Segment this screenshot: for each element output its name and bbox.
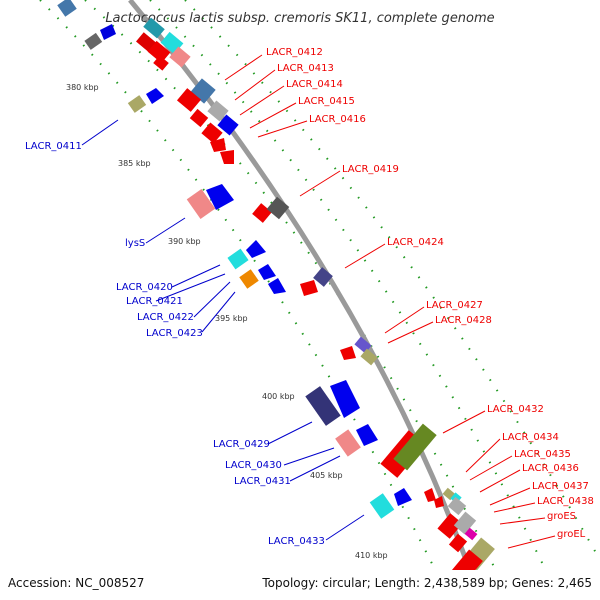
tick-395: 395 kbp: [215, 314, 248, 323]
gene-feature[interactable]: [393, 423, 437, 471]
label-lacr-0431[interactable]: LACR_0431: [234, 476, 291, 487]
gene-feature[interactable]: [464, 527, 478, 541]
gene-feature[interactable]: [189, 108, 209, 128]
kbp-ticks: 380 kbp 385 kbp 390 kbp 395 kbp 400 kbp …: [66, 83, 388, 560]
gene-feature[interactable]: [239, 269, 259, 289]
gene-feature[interactable]: [146, 88, 164, 104]
label-lacr-0429[interactable]: LACR_0429: [213, 439, 270, 450]
label-lacr-0423[interactable]: LACR_0423: [146, 328, 203, 339]
tick-385: 385 kbp: [118, 159, 151, 168]
label-lacr-0415[interactable]: LACR_0415: [298, 96, 355, 107]
label-lacr-0433[interactable]: LACR_0433: [268, 536, 325, 547]
gene-feature[interactable]: [176, 88, 202, 112]
gene-feature[interactable]: [169, 46, 191, 68]
label-lacr-0416[interactable]: LACR_0416: [309, 114, 366, 125]
label-lacr-0419[interactable]: LACR_0419: [342, 164, 399, 175]
gene-feature[interactable]: [424, 488, 436, 502]
gene-feature[interactable]: [313, 267, 333, 287]
label-lacr-0437[interactable]: LACR_0437: [532, 481, 589, 492]
gene-feature[interactable]: [453, 511, 477, 535]
accession-text: Accession: NC_008527: [8, 576, 145, 590]
gene-feature[interactable]: [153, 55, 169, 71]
gene-feature[interactable]: [206, 184, 234, 210]
gene-feature[interactable]: [266, 196, 290, 220]
gene-feature[interactable]: [220, 150, 234, 164]
label-lacr-0435[interactable]: LACR_0435: [514, 449, 571, 460]
gene-feature[interactable]: [434, 496, 444, 508]
gene-feature[interactable]: [340, 346, 356, 360]
label-lacr-0430[interactable]: LACR_0430: [225, 460, 282, 471]
label-lacr-0421[interactable]: LACR_0421: [126, 296, 183, 307]
gene-feature[interactable]: [305, 386, 341, 426]
gene-feature[interactable]: [100, 24, 116, 40]
gene-feature[interactable]: [127, 95, 147, 113]
label-lacr-0413[interactable]: LACR_0413: [277, 63, 334, 74]
gene-feature[interactable]: [207, 100, 229, 122]
gene-feature[interactable]: [186, 189, 216, 219]
tick-400: 400 kbp: [262, 392, 295, 401]
label-lacr-0436[interactable]: LACR_0436: [522, 463, 579, 474]
label-lacr-0438[interactable]: LACR_0438: [537, 496, 594, 507]
label-groel[interactable]: groEL: [557, 529, 586, 540]
label-lacr-0422[interactable]: LACR_0422: [137, 312, 194, 323]
label-lacr-0428[interactable]: LACR_0428: [435, 315, 492, 326]
gene-feature[interactable]: [246, 240, 266, 258]
tick-380: 380 kbp: [66, 83, 99, 92]
gene-feature[interactable]: [57, 0, 77, 17]
label-lyss[interactable]: lysS: [125, 238, 145, 249]
label-lacr-0427[interactable]: LACR_0427: [426, 300, 483, 311]
tick-410: 410 kbp: [355, 551, 388, 560]
gene-feature[interactable]: [394, 488, 412, 506]
gene-feature[interactable]: [84, 32, 103, 50]
gene-feature[interactable]: [252, 203, 272, 223]
gene-feature[interactable]: [448, 533, 468, 553]
gene-feature[interactable]: [360, 348, 378, 366]
track-guides: [39, 0, 600, 600]
tick-405: 405 kbp: [310, 471, 343, 480]
label-leaders: [81, 54, 556, 549]
label-lacr-0434[interactable]: LACR_0434: [502, 432, 559, 443]
label-lacr-0414[interactable]: LACR_0414: [286, 79, 343, 90]
gene-feature[interactable]: [437, 513, 463, 539]
tick-390: 390 kbp: [168, 237, 201, 246]
gene-feature[interactable]: [217, 114, 239, 136]
topology-text: Topology: circular; Length: 2,438,589 bp…: [262, 576, 592, 590]
gene-feature[interactable]: [136, 32, 156, 52]
gene-feature[interactable]: [369, 493, 395, 519]
gene-feature[interactable]: [335, 429, 361, 457]
label-groes[interactable]: groES: [547, 511, 576, 522]
label-lacr-0432[interactable]: LACR_0432: [487, 404, 544, 415]
gene-feature[interactable]: [356, 424, 378, 446]
gene-feature[interactable]: [143, 17, 165, 39]
gene-feature[interactable]: [258, 264, 276, 280]
label-lacr-0411[interactable]: LACR_0411: [25, 141, 82, 152]
gene-feature[interactable]: [330, 380, 360, 418]
gene-feature[interactable]: [268, 278, 286, 294]
gene-feature[interactable]: [147, 40, 171, 64]
labels-left: LACR_0411 lysS LACR_0420 LACR_0421 LACR_…: [25, 141, 325, 547]
gene-feature[interactable]: [210, 138, 226, 152]
label-lacr-0424[interactable]: LACR_0424: [387, 237, 444, 248]
footer-background: [0, 570, 600, 600]
gene-feature[interactable]: [227, 248, 249, 270]
gene-feature[interactable]: [447, 496, 467, 516]
label-lacr-0420[interactable]: LACR_0420: [116, 282, 173, 293]
gene-feature[interactable]: [201, 122, 223, 144]
gene-feature[interactable]: [300, 280, 318, 296]
map-title: Lactococcus lactis subsp. cremoris SK11,…: [105, 11, 494, 26]
label-lacr-0412[interactable]: LACR_0412: [266, 47, 323, 58]
labels-right: LACR_0412 LACR_0413 LACR_0414 LACR_0415 …: [266, 47, 594, 540]
gene-features: [57, 0, 500, 600]
